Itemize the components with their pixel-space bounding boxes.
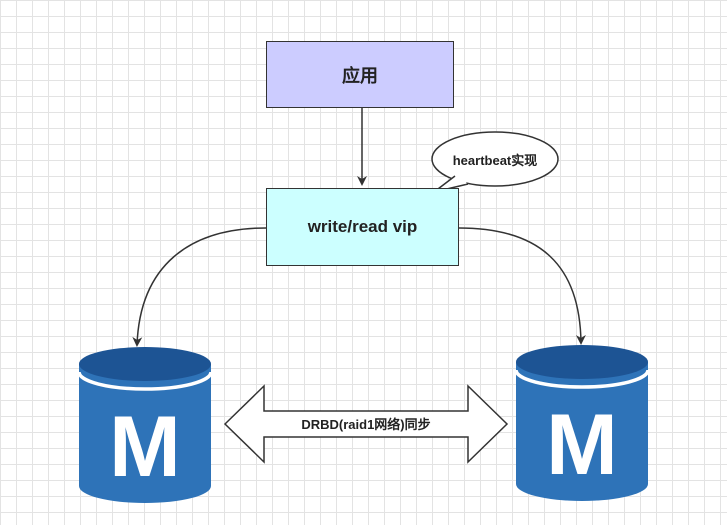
left-database-letter: M	[109, 399, 181, 495]
vip-node-label: write/read vip	[307, 217, 418, 236]
app-node: 应用	[266, 41, 454, 108]
arrow-vip-to-right-db	[458, 227, 586, 345]
drbd-sync-label: DRBD(raid1网络)同步	[301, 416, 431, 432]
app-node-label: 应用	[342, 65, 378, 86]
right-database-icon: M	[514, 345, 650, 501]
drbd-sync-double-arrow	[223, 384, 509, 464]
left-database-icon: M	[77, 347, 213, 503]
heartbeat-callout-bubble	[431, 131, 559, 193]
vip-node: write/read vip	[266, 188, 459, 266]
right-database-letter: M	[546, 397, 618, 493]
arrow-vip-to-left-db	[132, 227, 267, 347]
heartbeat-callout-text: heartbeat实现	[452, 152, 538, 168]
